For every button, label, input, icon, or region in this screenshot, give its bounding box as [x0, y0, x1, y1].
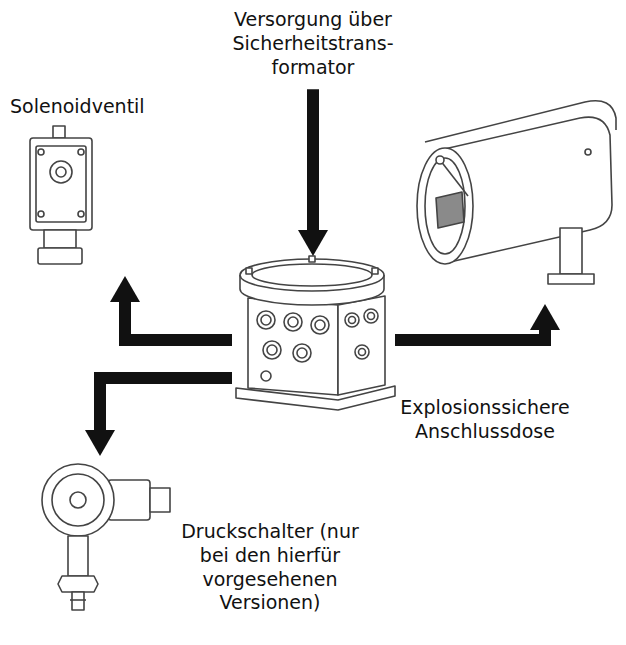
node-label: Explosionssichere Anschlussdose [360, 396, 610, 444]
solenoid-node: Solenoidventil [10, 95, 170, 280]
node-label: Versorgung über Sicherheitstrans- format… [218, 8, 408, 79]
supply-arrow [125, 302, 232, 340]
supply-arrow [395, 330, 545, 340]
supply-label: Versorgung über Sicherheitstrans- format… [218, 8, 408, 83]
node-label: Druckschalter (nur bei den hierfür vorge… [175, 520, 365, 615]
camera-housing [417, 101, 616, 284]
solenoid-valve [30, 126, 92, 264]
junction-box [236, 256, 395, 410]
camera-node [395, 95, 620, 300]
pressure-switch [42, 464, 170, 610]
supply-arrow [307, 89, 319, 230]
node-label: Solenoidventil [10, 95, 170, 119]
pressure-switch-node: Druckschalter (nur bei den hierfür vorge… [35, 458, 365, 640]
junction-box-node: Explosionssichere Anschlussdose [232, 256, 395, 410]
supply-arrow [100, 378, 232, 430]
